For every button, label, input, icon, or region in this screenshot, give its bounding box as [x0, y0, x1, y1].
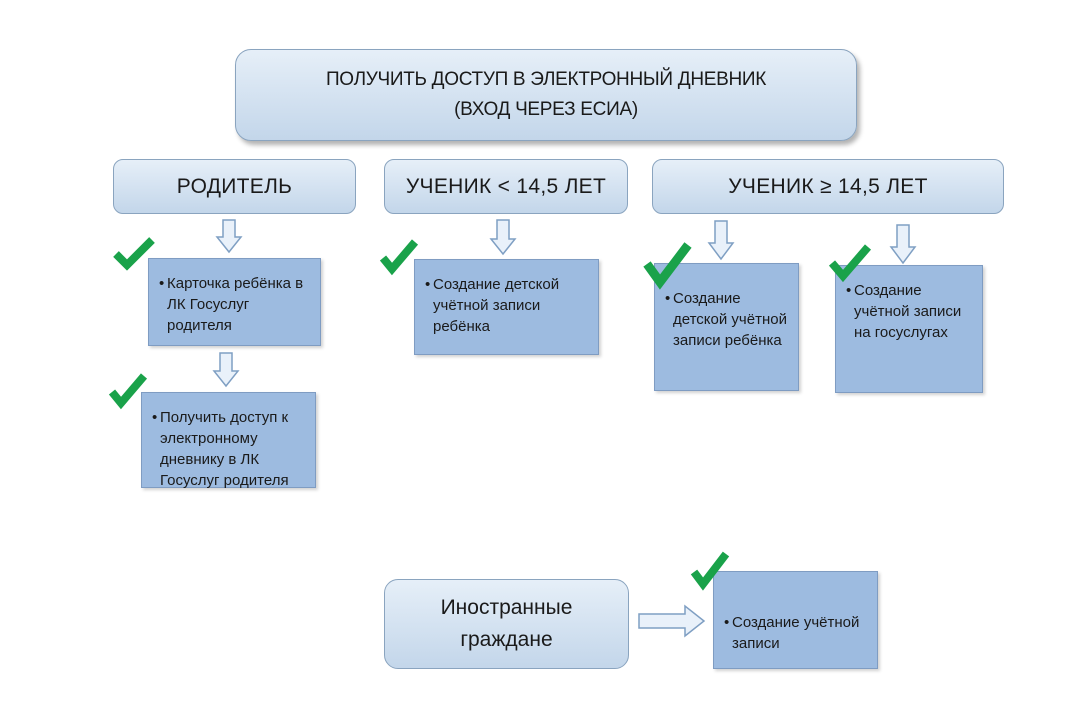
title-text: ПОЛУЧИТЬ ДОСТУП В ЭЛЕКТРОННЫЙ ДНЕВНИК (В…: [326, 65, 766, 125]
step-parent-card-text: Карточка ребёнка в ЛК Госуслуг родителя: [167, 275, 304, 334]
checkmark-icon: [379, 239, 419, 276]
down-arrow-icon: [489, 219, 517, 256]
down-arrow-icon: [212, 352, 240, 388]
foreign-line-2: граждане: [460, 628, 553, 651]
step-foreign-account: •Создание учётной записи: [713, 571, 878, 669]
foreign-label: Иностранные граждане: [441, 592, 573, 656]
step-parent-access-text: Получить доступ к электронному дневнику …: [160, 409, 289, 489]
category-student-under: УЧЕНИК < 14,5 ЛЕТ: [384, 159, 628, 214]
title-line-1: ПОЛУЧИТЬ ДОСТУП В ЭЛЕКТРОННЫЙ ДНЕВНИК: [325, 69, 767, 90]
down-arrow-icon: [707, 220, 735, 261]
checkmark-icon: [690, 551, 730, 591]
checkmark-icon: [113, 237, 155, 271]
step-over-gosuslugi-account: •Создание учётной записи на госуслугах: [835, 265, 983, 393]
foreign-line-1: Иностранные: [440, 596, 573, 619]
title-box: ПОЛУЧИТЬ ДОСТУП В ЭЛЕКТРОННЫЙ ДНЕВНИК (В…: [235, 49, 857, 141]
checkmark-icon: [108, 373, 148, 410]
category-parent-label: РОДИТЕЛЬ: [176, 174, 293, 198]
category-parent: РОДИТЕЛЬ: [113, 159, 356, 214]
step-over-child-account-text: Создание детской учётной записи ребёнка: [673, 290, 787, 349]
down-arrow-icon: [215, 219, 243, 254]
down-arrow-icon: [889, 224, 917, 265]
step-parent-access: •Получить доступ к электронному дневнику…: [141, 392, 316, 489]
step-foreign-account-text: Создание учётной записи: [732, 614, 860, 652]
category-student-over: УЧЕНИК ≥ 14,5 ЛЕТ: [652, 159, 1004, 214]
checkmark-icon: [643, 242, 692, 290]
step-over-gosuslugi-account-text: Создание учётной записи на госуслугах: [854, 282, 962, 341]
category-student-over-label: УЧЕНИК ≥ 14,5 ЛЕТ: [728, 174, 928, 198]
step-under-child-account: •Создание детской учётной записи ребёнка: [414, 259, 599, 355]
step-under-child-account-text: Создание детской учётной записи ребёнка: [433, 276, 560, 335]
category-student-under-label: УЧЕНИК < 14,5 ЛЕТ: [405, 174, 607, 198]
category-foreign: Иностранные граждане: [384, 579, 629, 669]
right-arrow-icon: [638, 604, 706, 638]
title-line-2: (ВХОД ЧЕРЕЗ ЕСИА): [454, 99, 638, 120]
checkmark-icon: [828, 244, 872, 283]
step-over-child-account: •Создание детской учётной записи ребёнка: [654, 263, 799, 391]
step-parent-card: •Карточка ребёнка в ЛК Госуслуг родителя: [148, 258, 321, 346]
